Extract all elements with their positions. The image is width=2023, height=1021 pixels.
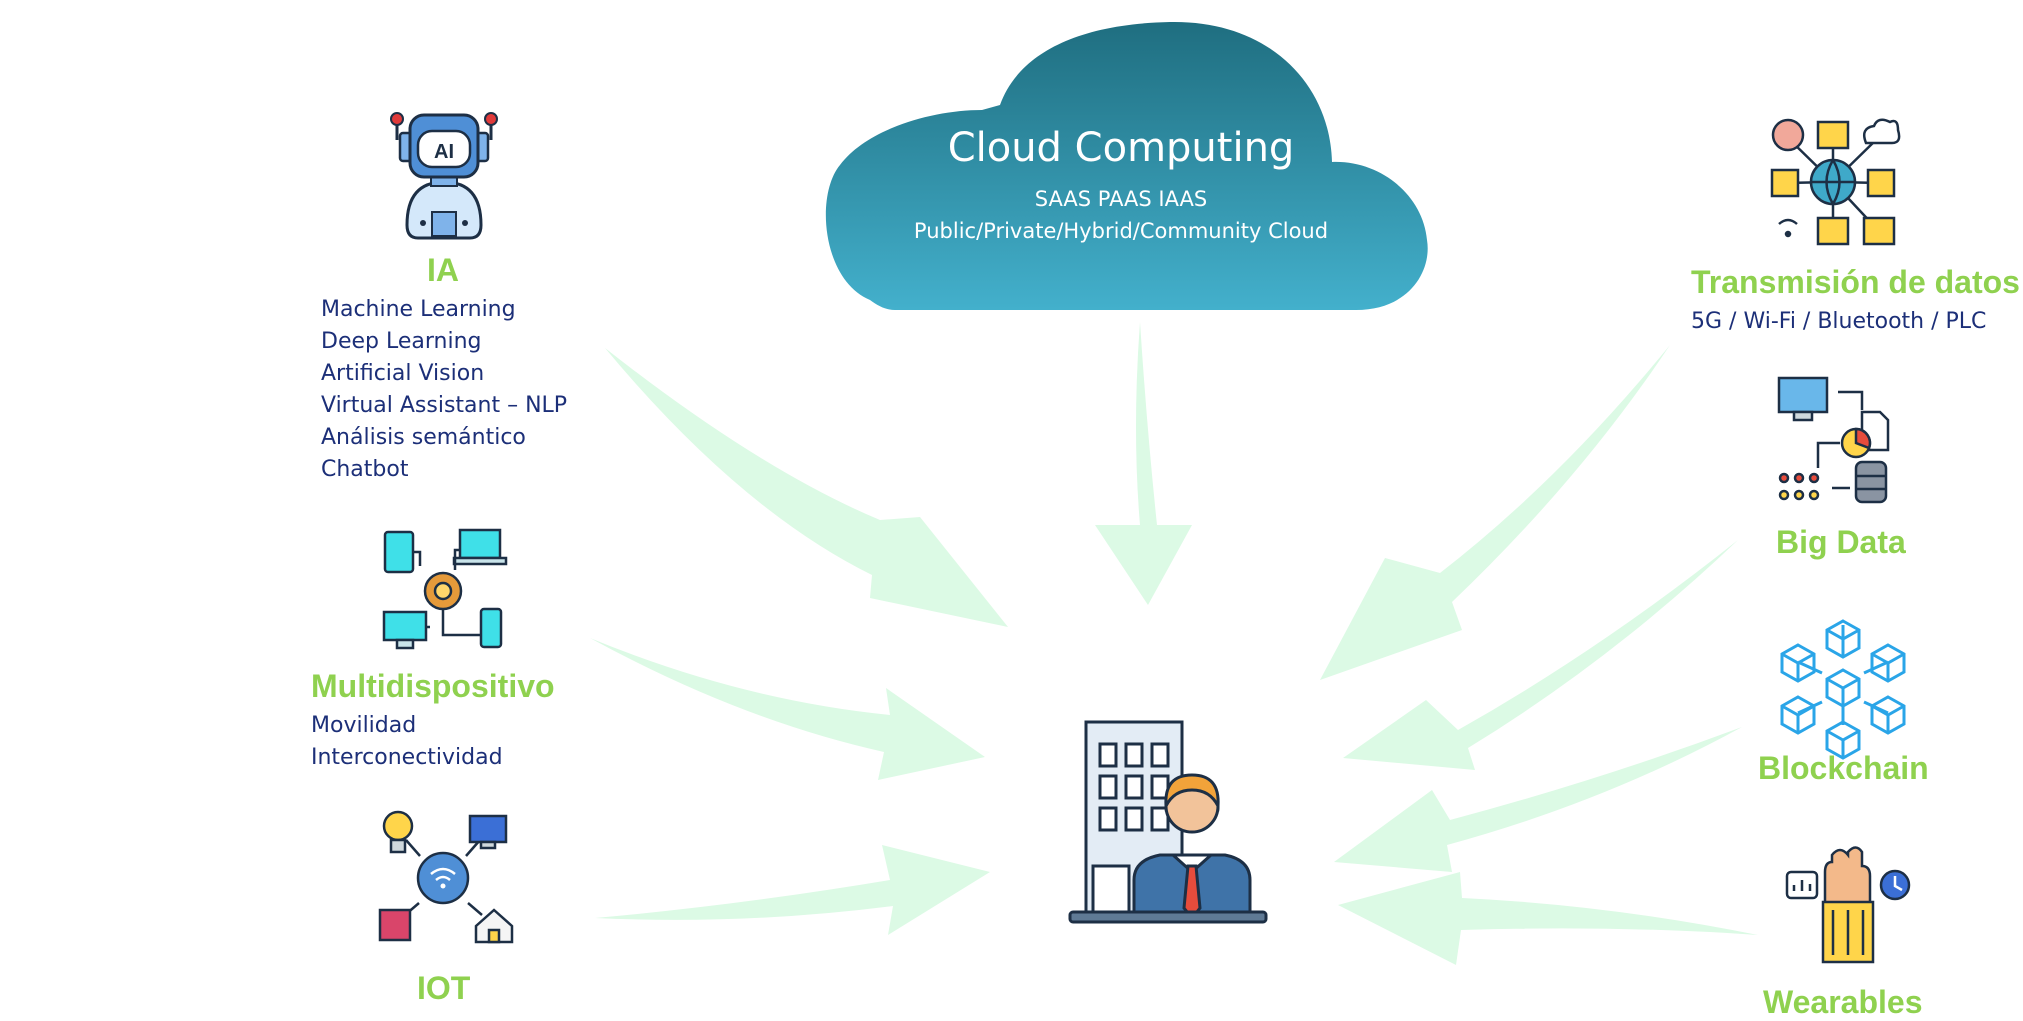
ia-list-item: Virtual Assistant – NLP (321, 393, 568, 418)
ai-badge-text: AI (434, 141, 454, 163)
iot-icon (378, 810, 514, 944)
ia-list-item: Chatbot (321, 457, 409, 482)
bigdata-title: Big Data (1776, 524, 1906, 560)
multi-list-item: Movilidad (311, 713, 417, 738)
multi-title: Multidispositivo (311, 668, 555, 704)
arrow-blockchain (1334, 727, 1742, 872)
wearables-title: Wearables (1763, 984, 1923, 1020)
cloud-line-2: Public/Private/Hybrid/Community Cloud (913, 219, 1329, 243)
blockchain-icon (1780, 619, 1906, 760)
multi-list-item: Interconectividad (311, 745, 503, 770)
arrow-ia (605, 348, 1008, 627)
transmision-subtitle: 5G / Wi-Fi / Bluetooth / PLC (1691, 309, 1987, 334)
ia-list-item: Machine Learning (321, 297, 516, 322)
ia-title: IA (427, 252, 459, 288)
cloud-shape (825, 21, 1428, 310)
arrow-iot (595, 845, 990, 935)
iot-title: IOT (417, 970, 471, 1006)
big-data-icon (1777, 376, 1890, 504)
ia-list-item: Análisis semántico (321, 425, 526, 450)
transmision-title: Transmisión de datos (1691, 264, 2020, 300)
wearables-icon (1785, 846, 1911, 964)
arrow-cloud (1095, 322, 1192, 605)
arrow-wearables (1338, 872, 1758, 965)
ia-list: Machine Learning Deep Learning Artificia… (321, 294, 567, 486)
arrow-multi (590, 638, 985, 780)
ia-list-item: Artificial Vision (321, 361, 485, 386)
ai-robot-icon (390, 112, 498, 240)
arrow-transmision (1320, 345, 1670, 680)
arrow-bigdata (1343, 540, 1738, 770)
multidevice-icon (382, 528, 508, 650)
blockchain-title: Blockchain (1758, 750, 1929, 786)
cloud-line-1: SAAS PAAS IAAS (1034, 187, 1208, 211)
multi-list: Movilidad Interconectividad (311, 710, 503, 774)
ia-list-item: Deep Learning (321, 329, 482, 354)
business-person-icon (1068, 720, 1268, 924)
cloud-title: Cloud Computing (947, 125, 1295, 171)
data-network-icon (1770, 118, 1901, 246)
